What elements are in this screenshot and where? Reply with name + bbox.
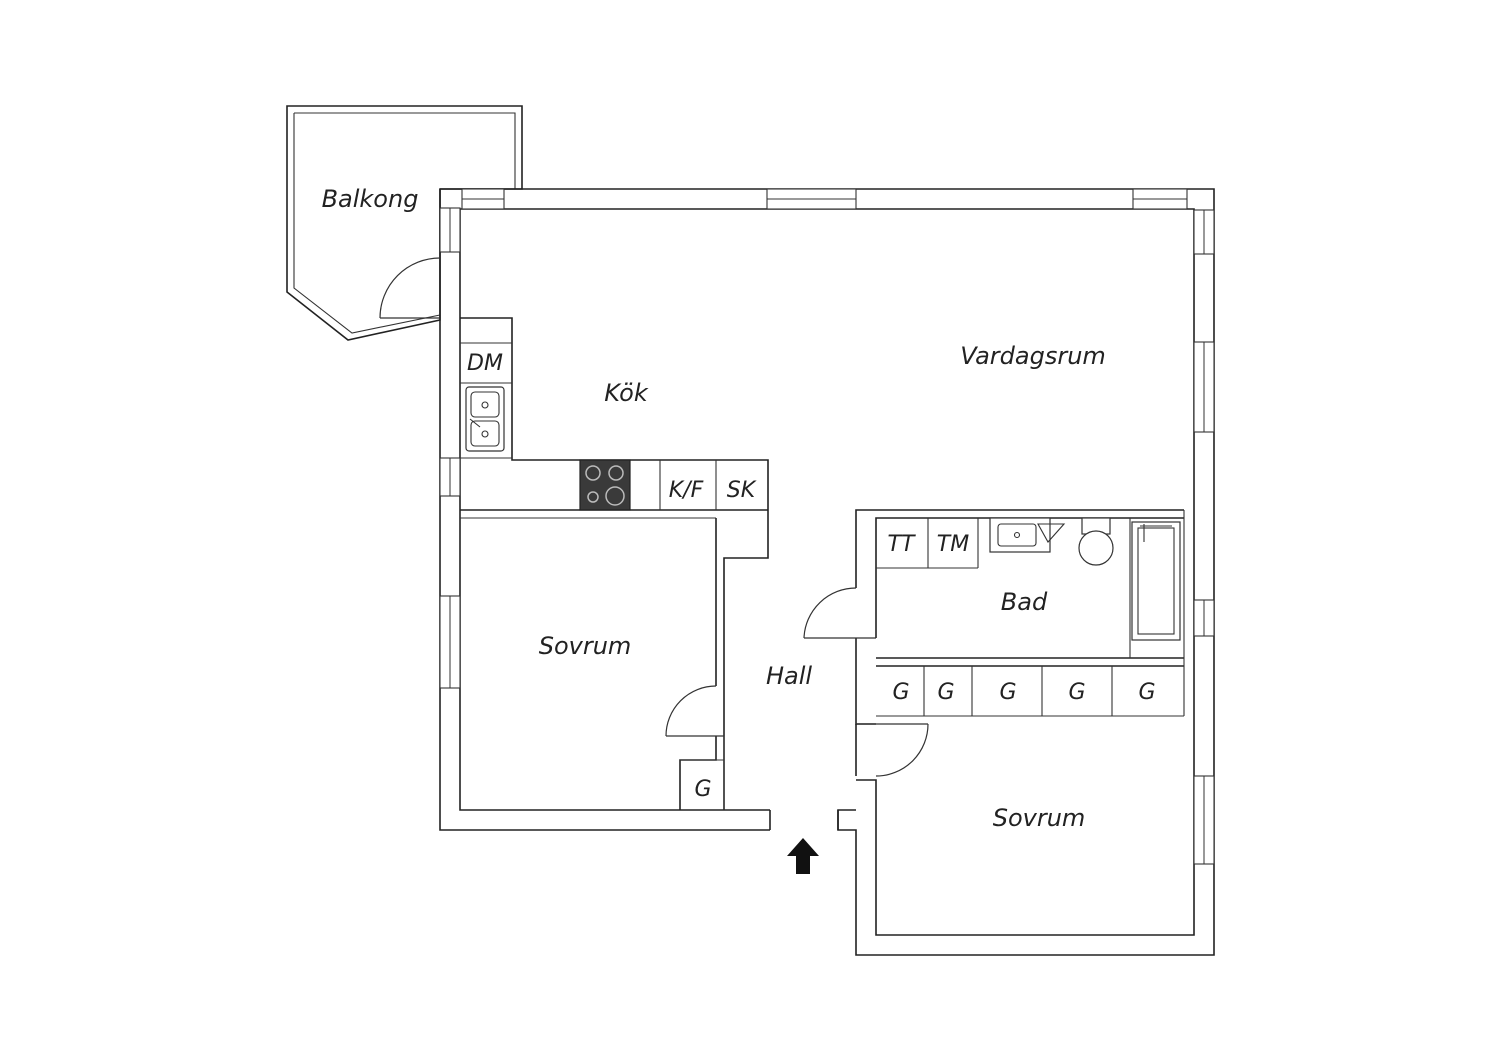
bedroom-right-door — [855, 723, 929, 777]
fixture-label-g-3: G — [999, 680, 1016, 705]
toilet-icon — [1078, 517, 1114, 566]
fixture-label-tm: TM — [937, 532, 969, 557]
windows — [439, 188, 1215, 865]
window-top-mid — [766, 188, 857, 210]
arrow-up-icon — [787, 838, 819, 874]
fixture-label-g-2: G — [937, 680, 954, 705]
fixture-label-kf: K/F — [669, 478, 704, 503]
fixture-label-sk: SK — [727, 478, 757, 503]
room-label-sovrum-left: Sovrum — [539, 632, 632, 660]
room-label-vardagsrum: Vardagsrum — [960, 342, 1106, 370]
room-label-sovrum-right: Sovrum — [993, 804, 1086, 832]
fixture-label-tt: TT — [888, 532, 916, 557]
balcony-door — [379, 257, 441, 319]
window-left-1 — [439, 207, 461, 253]
window-right-4 — [1193, 775, 1215, 865]
window-right-3 — [1193, 599, 1215, 637]
fixture-label-g-5: G — [1138, 680, 1155, 705]
bedroom-left-door — [665, 685, 724, 737]
window-left-2 — [439, 457, 461, 497]
window-top-left — [461, 188, 505, 210]
bathtub-icon — [1131, 521, 1181, 641]
room-label-kok: Kök — [604, 379, 649, 407]
room-label-hall: Hall — [766, 662, 812, 690]
window-right-1 — [1193, 209, 1215, 255]
room-label-bad: Bad — [1001, 588, 1048, 616]
room-label-balkong: Balkong — [322, 185, 419, 213]
stove-icon — [579, 459, 631, 511]
fixture-label-g-4: G — [1068, 680, 1085, 705]
bathroom-door — [803, 587, 876, 639]
fixture-label-dm: DM — [467, 351, 503, 376]
window-top-right — [1132, 188, 1188, 210]
sink-icon — [465, 386, 505, 452]
left-bedroom-walls — [679, 518, 725, 810]
wardrobes — [923, 666, 1113, 716]
bathroom-walls — [855, 509, 1185, 725]
fixture-label-g-1: G — [892, 680, 909, 705]
exterior-walls — [439, 188, 1215, 956]
fixture-label-g-hall: G — [694, 777, 711, 802]
window-left-3 — [439, 595, 461, 689]
bathroom-sink-icon — [989, 517, 1066, 553]
balcony — [286, 105, 523, 341]
window-right-2 — [1193, 341, 1215, 433]
